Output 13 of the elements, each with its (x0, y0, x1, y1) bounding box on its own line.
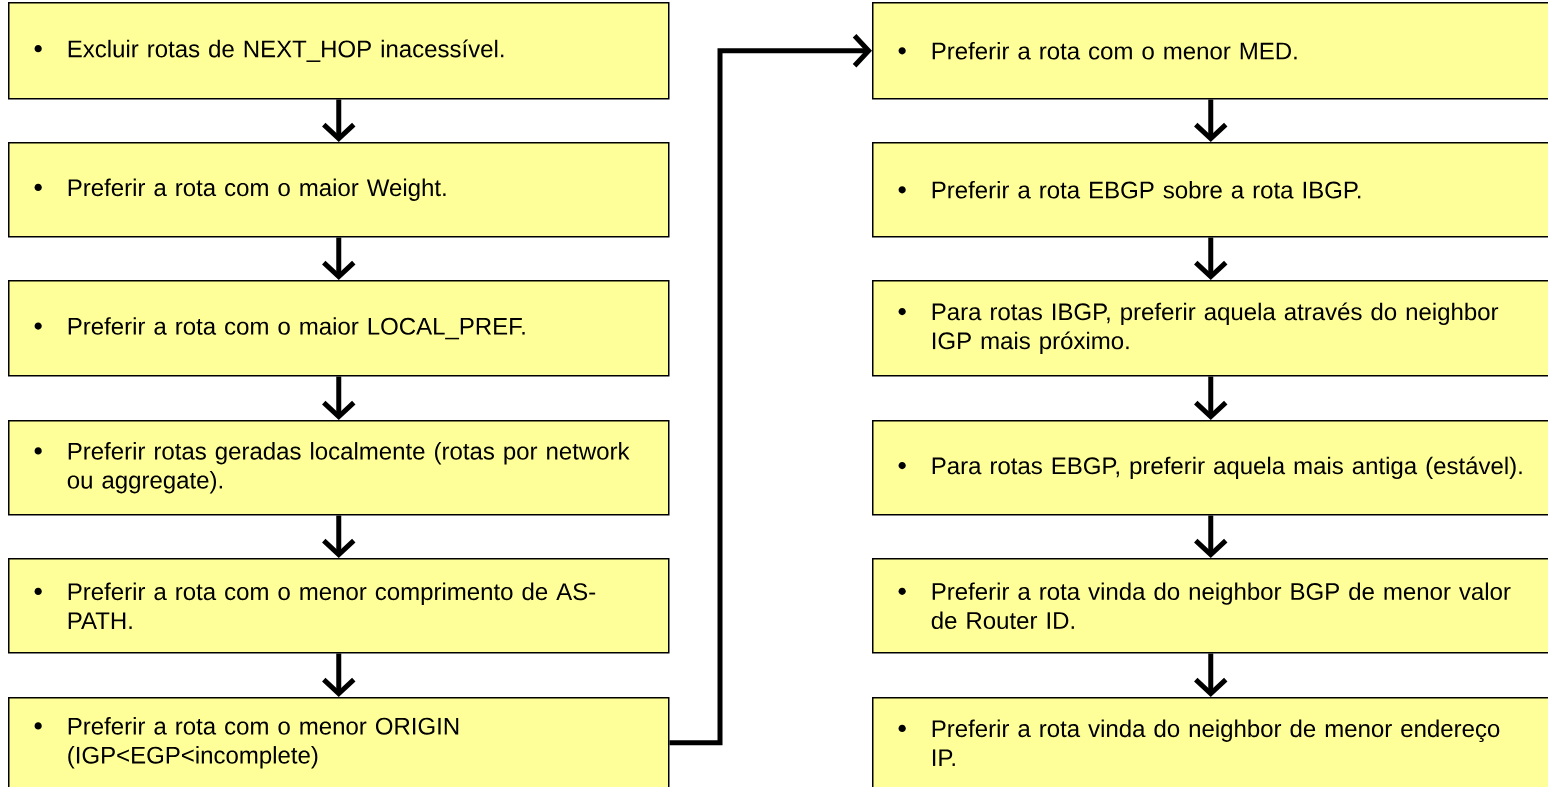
step-box: Preferir rotas geradas localmente (rotas por network ou aggregate). (8, 420, 670, 516)
step-box: Preferir a rota com o menor ORIGIN (IGP<EGP<incomplete) (8, 697, 670, 787)
step-box: Para rotas EBGP, preferir aquela mais antiga (estável). (872, 420, 1548, 516)
step-box: Preferir a rota com o maior Weight. (8, 142, 670, 238)
step-box: Preferir a rota vinda do neighbor de menor endereço IP. (872, 697, 1548, 787)
step-box: Para rotas IBGP, preferir aquela através do neighbor IGP mais próximo. (872, 280, 1548, 377)
step-box: Preferir a rota EBGP sobre a rota IBGP. (872, 142, 1548, 238)
step-box: Preferir a rota vinda do neighbor BGP de menor valor de Router ID. (872, 558, 1548, 654)
arrow (669, 34, 872, 746)
step-box: Excluir rotas de NEXT_HOP inacessível. (8, 2, 670, 100)
step-box: Preferir a rota com o menor MED. (872, 2, 1548, 100)
step-box: Preferir a rota com o menor comprimento de AS-PATH. (8, 558, 670, 654)
step-box: Preferir a rota com o maior LOCAL_PREF. (8, 280, 670, 377)
